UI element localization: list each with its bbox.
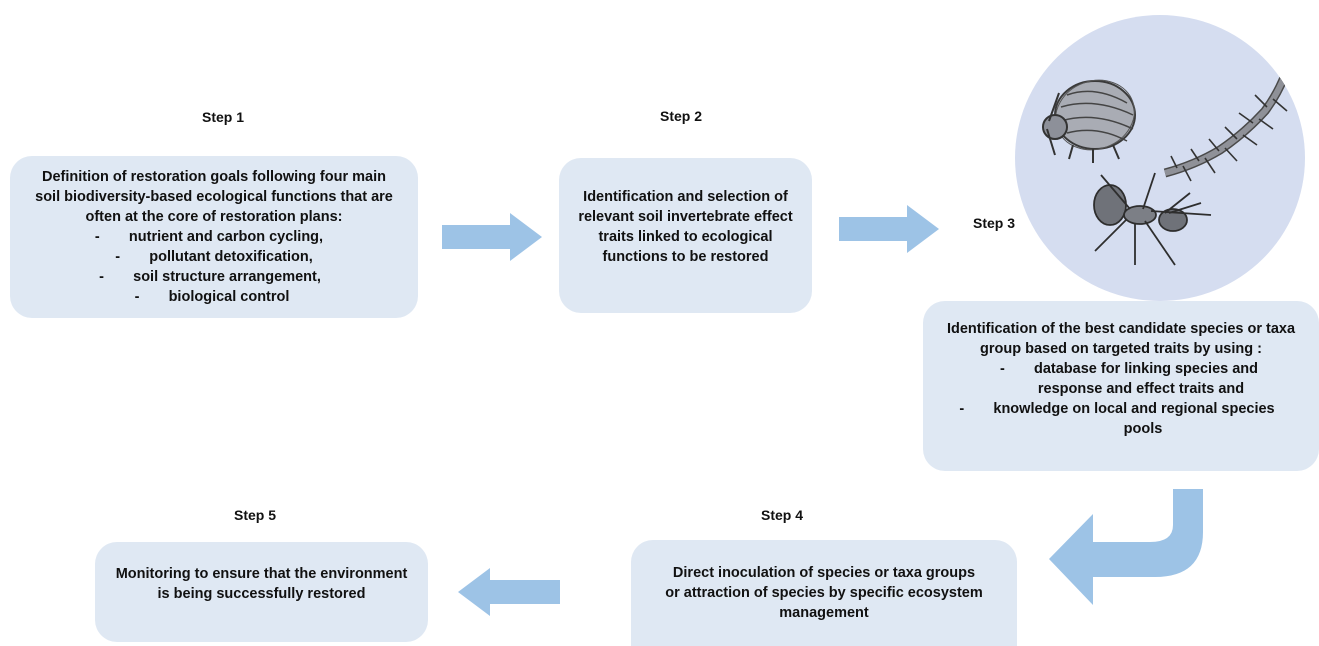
step1-bullet: - soil structure arrangement, [99,267,321,287]
step1-box: Definition of restoration goals followin… [10,156,418,318]
step3-bullet-text: knowledge on local and regional species [993,401,1275,417]
step4-box: Direct inoculation of species or taxa gr… [631,540,1017,646]
bullet-dash: - [959,401,965,417]
step3-intro-line: Identification of the best candidate spe… [946,321,1296,337]
step1-intro-line: soil biodiversity-based ecological funct… [35,189,393,205]
step2-line: Identification and selection of [583,188,788,205]
step3-box: Identification of the best candidate spe… [923,301,1319,471]
step1-intro-line: Definition of restoration goals followin… [42,169,386,185]
step4-line: management [779,605,869,621]
step2-line: functions to be restored [602,248,769,265]
step1-bullet-text: nutrient and carbon cycling, [128,229,324,245]
arrow-step3-to-step4 [1049,489,1203,605]
ant-icon [1093,172,1212,266]
step1-bullet: - biological control [135,287,290,307]
step1-bullet: - nutrient and carbon cycling, [95,227,323,247]
step4-line: Direct inoculation of species or taxa gr… [672,565,976,581]
step3-intro-line: group based on targeted traits by using … [980,341,1262,357]
bullet-dash: - [115,249,121,265]
springtail-icon [1042,79,1136,163]
step3-bullet-cont: response and effect traits and [1037,381,1245,397]
soil-invertebrates-illustration [1015,15,1305,301]
step5-line: Monitoring to ensure that the environmen… [115,566,408,582]
step2-box: Identification and selection of relevant… [559,158,812,313]
step1-bullet-text: pollutant detoxification, [149,249,313,265]
step4-line: or attraction of species by specific eco… [665,585,983,601]
step3-bullet-text: database for linking species and [1033,361,1258,377]
step3-label: Step 3 [973,215,1016,231]
step1-label: Step 1 [202,109,245,125]
step2-line: relevant soil invertebrate effect [578,208,793,225]
arrow-step4-to-step5 [458,568,560,616]
step4-label: Step 4 [761,507,804,523]
bullet-dash: - [94,229,100,245]
step3-bullet-cont: pools [1123,421,1163,437]
step5-box: Monitoring to ensure that the environmen… [95,542,428,642]
step3-bullet: - knowledge on local and regional species [959,399,1274,419]
step5-line: is being successfully restored [157,586,366,602]
step1-bullet-text: soil structure arrangement, [133,269,321,285]
bullet-dash: - [999,361,1005,377]
step2-line: traits linked to ecological [598,228,773,245]
step1-bullet-text: biological control [168,289,290,305]
bullet-dash: - [134,289,140,305]
step3-bullet: - database for linking species and [1000,359,1258,379]
step5-label: Step 5 [234,507,277,523]
step1-bullet: - pollutant detoxification, [115,247,313,267]
arrow-step1-to-step2 [442,213,542,261]
step1-intro-line: often at the core of restoration plans: [85,209,343,225]
bullet-dash: - [99,269,104,285]
step2-label: Step 2 [660,108,703,124]
centipede-icon [1163,48,1300,182]
invertebrates-drawing [1042,48,1300,266]
arrow-step2-to-step3 [839,205,939,253]
